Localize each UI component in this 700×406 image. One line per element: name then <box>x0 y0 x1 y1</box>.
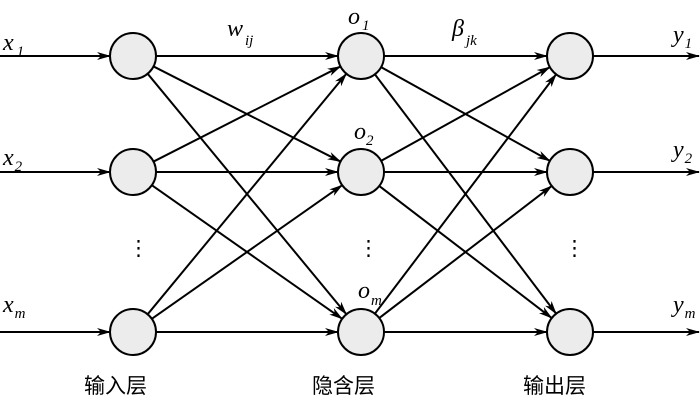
input-ellipsis: ⋮ <box>128 236 149 260</box>
layer-label-hidden: 隐含层 <box>312 374 375 398</box>
output-node <box>546 148 594 196</box>
hidden-node <box>337 32 385 80</box>
input-node <box>109 148 157 196</box>
hidden-label-m: om <box>358 278 382 309</box>
output-label-m: ym <box>671 292 696 322</box>
hidden-label-2: o2 <box>354 119 374 149</box>
output-label-1: y1 <box>671 22 692 52</box>
nodes <box>109 32 594 356</box>
output-ellipsis: ⋮ <box>564 236 585 260</box>
input-label-m: xm <box>2 292 26 322</box>
input-hidden-edge <box>146 72 348 316</box>
hidden-output-edge <box>380 66 551 162</box>
input-hidden-edge <box>151 184 343 320</box>
output-node <box>546 308 594 356</box>
connections <box>0 52 700 336</box>
hidden-output-edge <box>373 73 557 315</box>
input-node <box>109 32 157 80</box>
hidden-ellipsis: ⋮ <box>358 236 379 260</box>
hidden-node <box>337 308 385 356</box>
layer-label-input: 输入层 <box>84 374 147 398</box>
hidden-node <box>337 148 385 196</box>
input-hidden-edge <box>152 65 342 163</box>
input-node <box>109 308 157 356</box>
hidden-output-edge <box>378 185 553 319</box>
layer-label-output: 输出层 <box>523 374 586 398</box>
output-label-2: y2 <box>671 137 693 167</box>
output-node <box>546 32 594 80</box>
input-label-2: x2 <box>2 145 23 175</box>
